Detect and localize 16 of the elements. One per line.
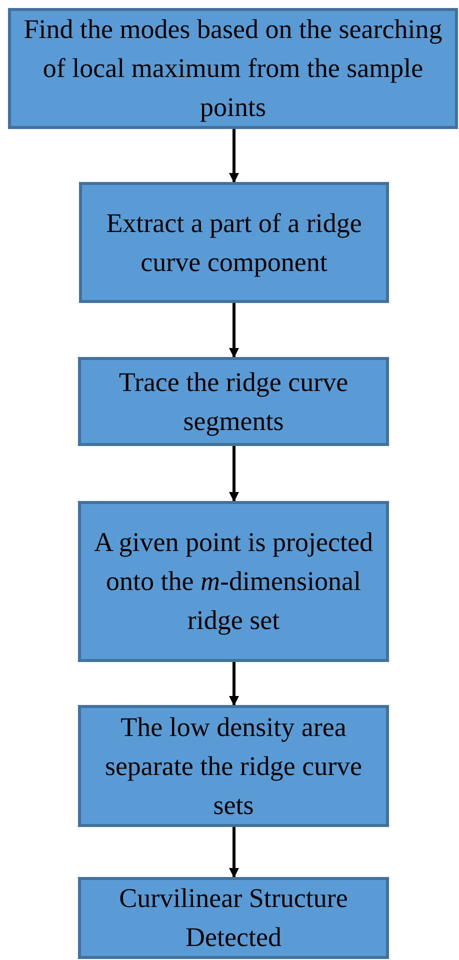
box-text: Curvilinear Structure Detected xyxy=(118,882,349,954)
arrow xyxy=(229,446,239,502)
process-box xyxy=(79,182,389,303)
box-text: Trace the ridge curve segments xyxy=(118,366,350,438)
box-text: The low density area separate the ridge curve sets xyxy=(104,710,364,822)
process-box xyxy=(78,501,389,662)
arrow xyxy=(229,129,239,183)
arrow xyxy=(229,303,239,358)
arrow xyxy=(229,662,239,706)
process-box xyxy=(78,357,389,446)
box-text: Find the modes based on the searching of local maximum from the sample points xyxy=(22,13,444,124)
process-box xyxy=(78,705,389,827)
arrow xyxy=(229,827,239,878)
box-text: Extract a part of a ridge curve component xyxy=(105,206,363,279)
process-box xyxy=(78,877,389,959)
box-text: A given point is projected onto the m-dimensional ridge set xyxy=(93,526,374,637)
